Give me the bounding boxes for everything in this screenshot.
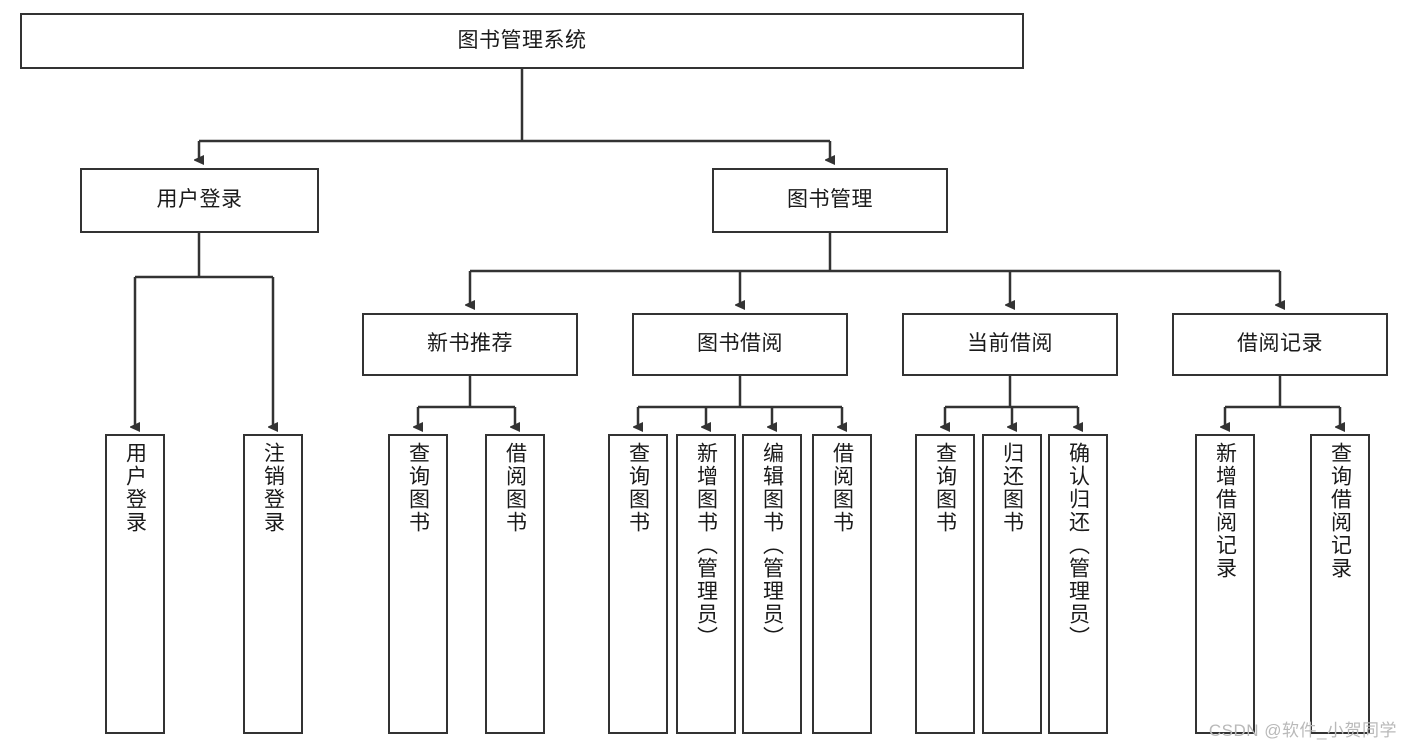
leaf-book-borrow-edit[interactable]: 编辑图书（管理员）: [742, 434, 802, 734]
node-label: 当前借阅: [967, 332, 1053, 356]
leaf-user-login-logout[interactable]: 注销登录: [243, 434, 303, 734]
node-label: 查询借阅记录: [1328, 442, 1352, 580]
node-label: 确认归还（管理员）: [1066, 442, 1090, 649]
node-label: 查询图书: [626, 442, 650, 534]
node-label: 用户登录: [156, 188, 243, 212]
node-current-borrow[interactable]: 当前借阅: [902, 313, 1118, 376]
leaf-new-book-borrow[interactable]: 借阅图书: [485, 434, 545, 734]
leaf-current-borrow-return[interactable]: 归还图书: [982, 434, 1042, 734]
node-label: 用户登录: [123, 442, 147, 534]
node-label: 借阅图书: [830, 442, 854, 534]
csdn-watermark: CSDN @软件_小贺同学: [1208, 721, 1397, 740]
node-label: 图书管理系统: [457, 28, 587, 52]
leaf-borrow-record-add[interactable]: 新增借阅记录: [1195, 434, 1255, 734]
node-new-book-recommend[interactable]: 新书推荐: [362, 313, 578, 376]
leaf-current-borrow-query[interactable]: 查询图书: [915, 434, 975, 734]
node-label: 编辑图书（管理员）: [760, 442, 784, 649]
leaf-book-borrow-query[interactable]: 查询图书: [608, 434, 668, 734]
node-label: 查询图书: [406, 442, 430, 534]
node-label: 图书管理: [787, 188, 873, 212]
leaf-new-book-query[interactable]: 查询图书: [388, 434, 448, 734]
node-label: 归还图书: [1000, 442, 1024, 534]
leaf-borrow-record-query[interactable]: 查询借阅记录: [1310, 434, 1370, 734]
node-label: 图书借阅: [697, 332, 783, 356]
node-book-borrow[interactable]: 图书借阅: [632, 313, 848, 376]
node-label: 新书推荐: [427, 332, 513, 356]
node-label: 新增借阅记录: [1213, 442, 1237, 580]
leaf-user-login-login[interactable]: 用户登录: [105, 434, 165, 734]
node-label: 新增图书（管理员）: [694, 442, 718, 649]
leaf-book-borrow-add[interactable]: 新增图书（管理员）: [676, 434, 736, 734]
node-borrow-record[interactable]: 借阅记录: [1172, 313, 1388, 376]
node-label: 查询图书: [933, 442, 957, 534]
node-label: 借阅记录: [1237, 332, 1323, 356]
leaf-book-borrow-borrow[interactable]: 借阅图书: [812, 434, 872, 734]
node-label: 借阅图书: [503, 442, 527, 534]
leaf-current-borrow-confirm[interactable]: 确认归还（管理员）: [1048, 434, 1108, 734]
node-book-manage[interactable]: 图书管理: [712, 168, 948, 233]
node-label: 注销登录: [261, 442, 285, 534]
node-root-system[interactable]: 图书管理系统: [20, 13, 1024, 69]
node-user-login[interactable]: 用户登录: [80, 168, 319, 233]
